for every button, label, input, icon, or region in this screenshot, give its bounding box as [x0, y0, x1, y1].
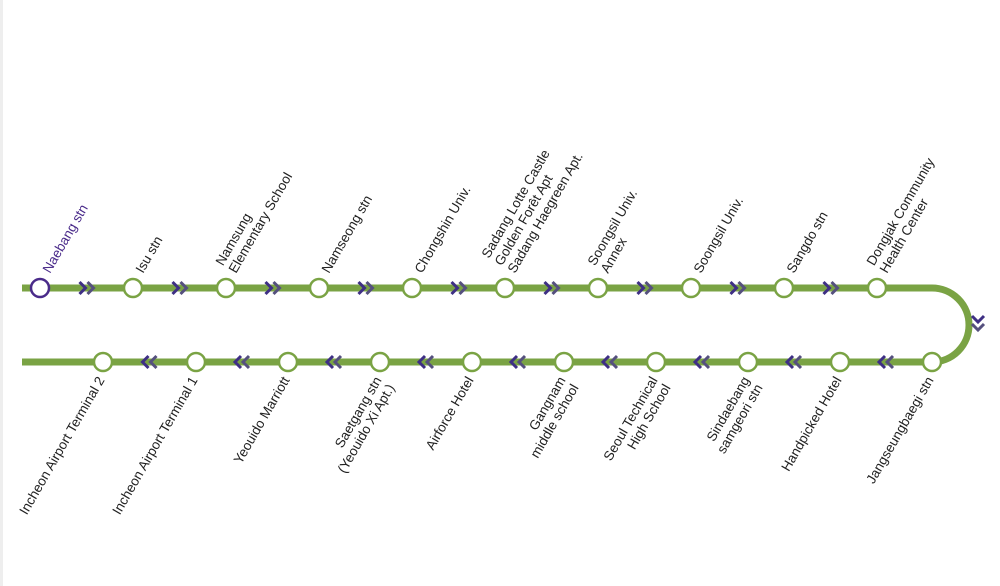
direction-arrow-outbound: [357, 280, 375, 296]
direction-arrow-outbound: [636, 280, 654, 296]
stop-outbound-4[interactable]: [308, 277, 330, 299]
direction-arrow-outbound: [450, 280, 468, 296]
direction-arrow-outbound: [264, 280, 282, 296]
stop-outbound-9[interactable]: [773, 277, 795, 299]
stop-inbound-7[interactable]: [645, 351, 667, 373]
direction-arrow-outbound: [822, 280, 840, 296]
stop-label-outbound-3: NamsungElementary School: [213, 162, 296, 275]
stop-outbound-2[interactable]: [122, 277, 144, 299]
stop-inbound-6[interactable]: [553, 351, 575, 373]
stop-inbound-1[interactable]: [92, 351, 114, 373]
stop-label-inbound-2: Incheon Airport Terminal 1: [109, 374, 200, 517]
direction-arrow-outbound: [171, 280, 189, 296]
direction-arrow-inbound: [416, 354, 435, 370]
stop-inbound-3[interactable]: [277, 351, 299, 373]
direction-arrow-outbound: [78, 280, 96, 296]
route-line: [22, 284, 973, 366]
direction-arrows: [78, 280, 986, 370]
stop-outbound-10[interactable]: [866, 277, 888, 299]
direction-arrow-inbound: [324, 354, 343, 370]
stop-label-outbound-9: Sangdo stn: [784, 209, 831, 276]
direction-arrow-inbound: [600, 354, 619, 370]
stop-inbound-8[interactable]: [737, 351, 759, 373]
stop-label-inbound-8: Sindaebangsamgeori stn: [701, 374, 766, 456]
direction-arrow-inbound: [876, 354, 895, 370]
stop-label-outbound-8: Soongsil Univ.: [691, 194, 747, 275]
stop-label-inbound-1: Incheon Airport Terminal 2: [16, 374, 107, 517]
stop-outbound-3[interactable]: [215, 277, 237, 299]
stop-label-inbound-6: Gangnammiddle school: [514, 374, 581, 460]
stop-label-inbound-5: Airforce Hotel: [423, 374, 477, 452]
stop-label-outbound-2: Isu stn: [133, 234, 166, 276]
stop-label-outbound-4: Namseong stn: [319, 193, 376, 276]
stop-inbound-9[interactable]: [829, 351, 851, 373]
stop-label-inbound-4: Saetgang stn(Yeouido Xi Apt.): [322, 374, 398, 476]
stop-inbound-4[interactable]: [369, 351, 391, 373]
stop-outbound-7[interactable]: [587, 277, 609, 299]
direction-arrow-inbound: [232, 354, 251, 370]
stop-labels: Naebang stn Isu stn NamsungElementary Scho…: [16, 135, 951, 517]
stop-inbound-10[interactable]: [921, 351, 943, 373]
route-line-path: [22, 284, 973, 366]
page-left-border: [0, 0, 3, 586]
stop-outbound-1[interactable]: [29, 277, 51, 299]
stop-label-outbound-5: Chongshin Univ.: [412, 183, 474, 275]
direction-arrow-inbound: [784, 354, 803, 370]
direction-arrow-inbound: [140, 354, 158, 370]
direction-arrow-inbound: [508, 354, 527, 370]
stop-label-outbound-6: Sadang Lotte CastleGolden Forêt AptSadan…: [479, 135, 586, 276]
stop-outbound-5[interactable]: [401, 277, 423, 299]
stop-inbound-2[interactable]: [185, 351, 207, 373]
stop-inbound-5[interactable]: [461, 351, 483, 373]
stop-label-outbound-10: Dongjak CommunityHealth Center: [864, 155, 951, 275]
stop-label-outbound-7: Soongsil Univ.Annex: [585, 187, 654, 276]
stop-label-inbound-9: Handpicked Hotel: [778, 374, 844, 474]
stop-label-inbound-7: Seoul TechnicalHigh School: [600, 374, 673, 471]
route-stops: [29, 277, 943, 373]
stop-outbound-6[interactable]: [494, 277, 516, 299]
stop-label-outbound-1: Naebang stn: [40, 202, 91, 276]
stop-outbound-8[interactable]: [680, 277, 702, 299]
direction-arrow-uturn: [970, 314, 986, 333]
direction-arrow-inbound: [692, 354, 711, 370]
stop-label-inbound-10: Jangseungbaegi stn: [863, 374, 936, 486]
direction-arrow-outbound: [729, 280, 747, 296]
stop-label-inbound-3: Yeouido Marriott: [231, 374, 293, 466]
direction-arrow-outbound: [543, 280, 561, 296]
